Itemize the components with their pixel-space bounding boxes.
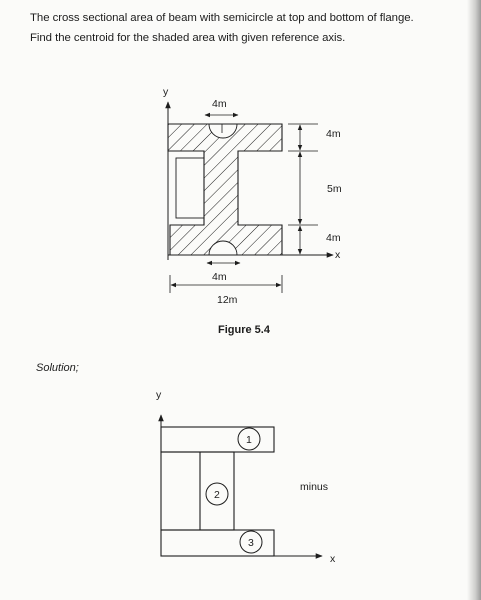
solution-figure: y 1 2 3 x minus — [156, 389, 336, 565]
solution-heading: Solution; — [36, 362, 79, 374]
minus-note: minus — [300, 481, 328, 493]
label-flange-top: 4m — [326, 128, 341, 140]
label-bottom-semicircle-width: 4m — [212, 271, 227, 283]
problem-line-2: Find the centroid for the shaded area wi… — [30, 32, 346, 44]
region-3-marker — [239, 530, 263, 554]
fig1-x-label: x — [335, 249, 341, 261]
top-semicircle-cutout — [208, 123, 238, 139]
fig1-y-label: y — [163, 86, 169, 98]
label-web-height: 5m — [327, 183, 342, 195]
region-2-number: 2 — [214, 489, 220, 501]
bottom-semicircle-cutout — [208, 240, 238, 256]
figure-5-4: y 4m 4m 5m 4m x 4m — [163, 86, 342, 336]
label-top-semicircle-width: 4m — [212, 98, 227, 110]
fig2-y-label: y — [156, 389, 162, 401]
region-1-number: 1 — [246, 434, 252, 446]
label-flange-bottom: 4m — [326, 232, 341, 244]
region-2-marker — [205, 482, 229, 506]
figure-caption: Figure 5.4 — [218, 324, 271, 336]
fig2-x-label: x — [330, 553, 336, 565]
problem-statement: The cross sectional area of beam with se… — [30, 8, 470, 48]
problem-line-1: The cross sectional area of beam with se… — [30, 12, 414, 24]
label-total-width: 12m — [217, 294, 238, 306]
region-1-marker — [237, 427, 261, 451]
web-left-blank — [175, 157, 205, 219]
region-3-number: 3 — [248, 537, 254, 549]
page-edge-shadow — [467, 0, 481, 600]
